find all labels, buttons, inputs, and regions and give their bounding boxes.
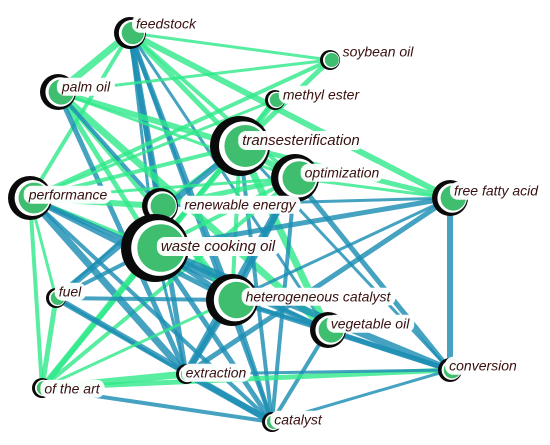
edge-extract-catalyst (183, 371, 275, 425)
edge-wco-conv (151, 244, 454, 374)
label-ffa: free fatty acid (454, 183, 539, 199)
edge-methyl-perf (28, 98, 277, 200)
edge-feedstock-catalyst (128, 31, 274, 424)
label-renew: renewable energy (184, 197, 296, 213)
label-background (449, 181, 544, 200)
label-background (241, 287, 396, 306)
edge-palm-trans (55, 89, 243, 149)
label-palm: palm oil (61, 79, 111, 95)
edge-palm-renew (56, 90, 162, 208)
label-background (238, 130, 364, 150)
edge-fuel-sota (39, 295, 59, 391)
label-sota: of the art (44, 381, 100, 397)
label-background (445, 356, 522, 375)
label-background (270, 410, 327, 429)
label-background (300, 163, 384, 182)
label-background (338, 42, 419, 61)
label-fuel: fuel (59, 284, 82, 300)
edge-optim-conv (292, 175, 453, 373)
label-hetero: heterogeneous catalyst (246, 289, 392, 305)
label-catalyst: catalyst (274, 412, 323, 428)
node-soybean[interactable] (320, 50, 340, 70)
label-extract: extraction (186, 365, 247, 381)
label-optim: optimization (305, 165, 380, 181)
edge-feedstock-ffa (127, 30, 453, 201)
label-trans: transesterification (242, 132, 360, 149)
edge-ffa-extract (183, 195, 453, 377)
edge-fuel-hetero (54, 296, 234, 302)
edge-ffa-hetero (230, 196, 452, 302)
label-background (156, 236, 280, 256)
label-background (23, 185, 112, 204)
label-background (54, 282, 87, 301)
edge-perf-extract (26, 194, 190, 378)
label-conv: conversion (449, 358, 517, 374)
edge-feedstock-soybean (128, 31, 332, 62)
edge-perf-sota (28, 196, 44, 390)
label-wco: waste cooking oil (161, 238, 276, 255)
edge-perf-catalyst (28, 196, 274, 424)
label-background (40, 379, 105, 398)
node-core (324, 53, 339, 67)
label-background (278, 85, 365, 104)
label-veg: vegetable oil (331, 316, 411, 332)
label-feedstock: feedstock (136, 16, 197, 32)
label-background (326, 314, 415, 333)
label-background (132, 14, 201, 33)
label-soybean: soybean oil (343, 44, 415, 60)
edge-veg-conv (325, 327, 453, 373)
labels-layer: feedstock soybean oil palm oil methyl ester… (23, 14, 544, 429)
node-core (150, 193, 176, 219)
label-background (180, 195, 301, 214)
label-methyl: methyl ester (283, 87, 361, 103)
label-background (56, 77, 116, 96)
edge-hetero-sota (40, 298, 234, 390)
label-perf: performance (28, 187, 108, 203)
label-background (181, 363, 251, 382)
